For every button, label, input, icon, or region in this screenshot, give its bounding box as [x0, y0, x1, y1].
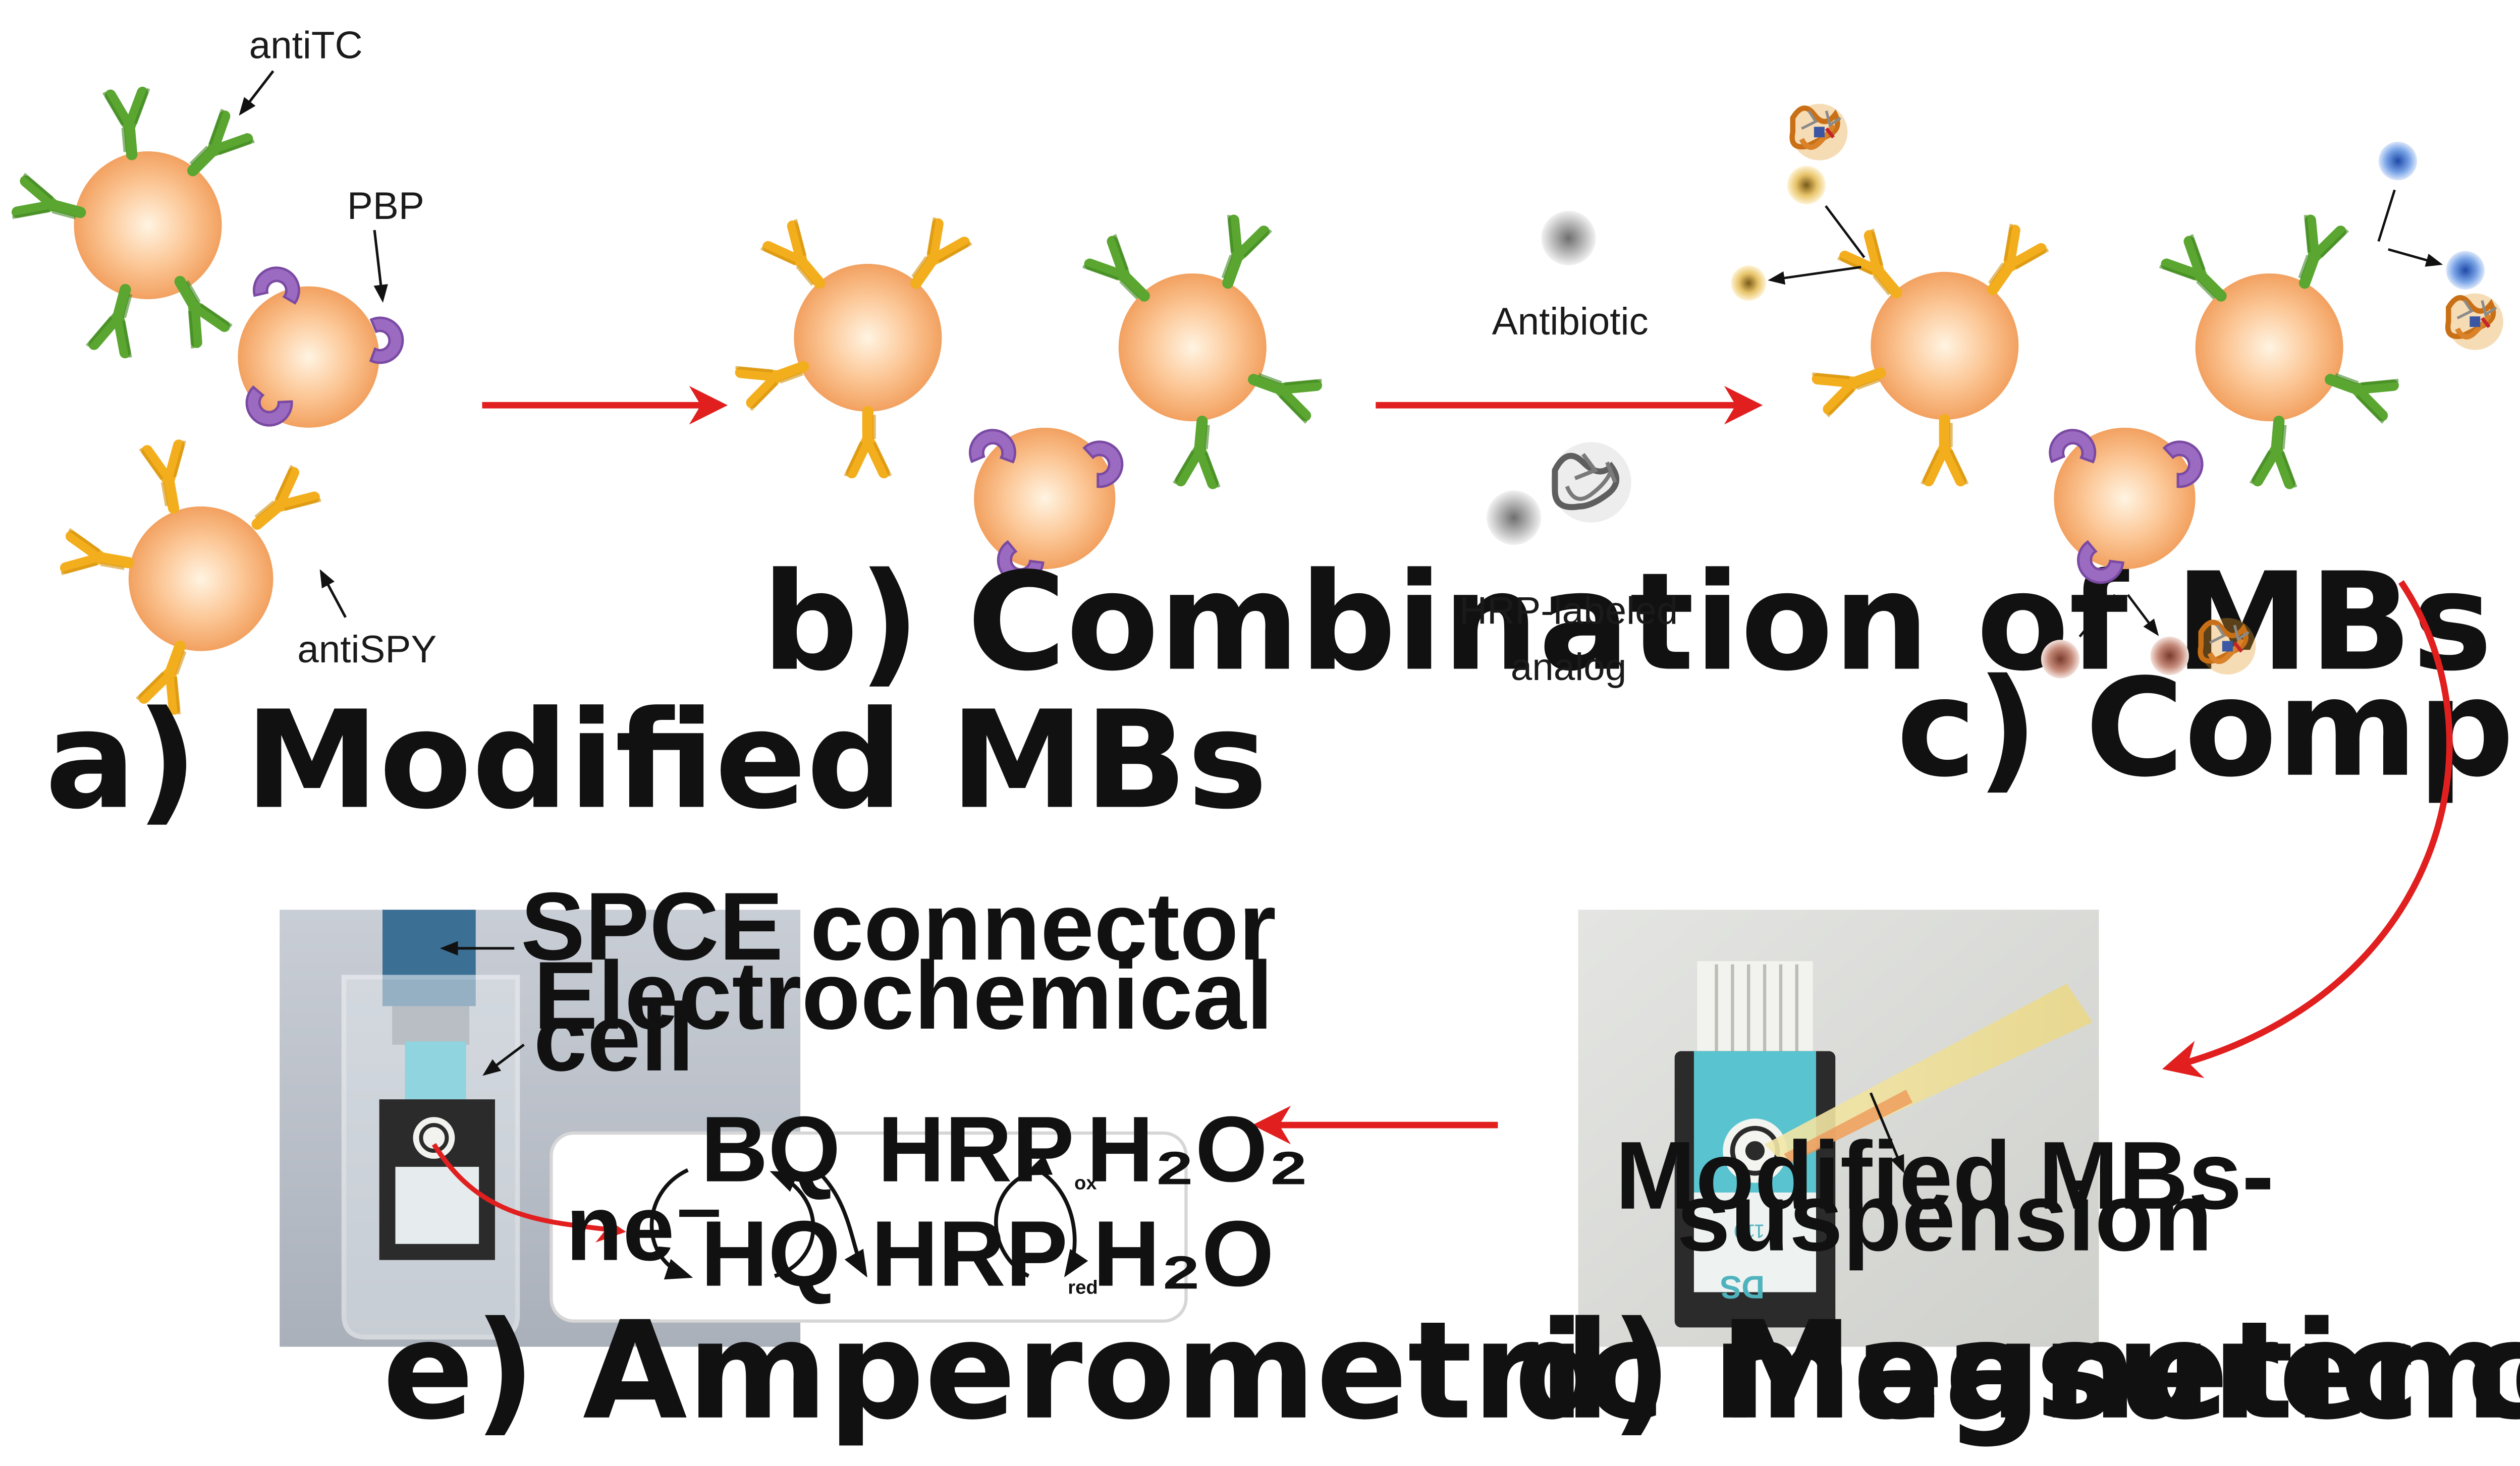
- pipette-icon: [1765, 983, 2093, 1164]
- pbp-magnetic-bead-b: [962, 422, 1131, 583]
- suspension-pointer-arrow: [1869, 1092, 1904, 1173]
- hrp-labeled-analog-icon: [1487, 442, 1631, 545]
- antitc-label: antiTC: [249, 24, 363, 67]
- antibiotic-molecule: [1541, 210, 1596, 266]
- pbp-bead-c: [2042, 422, 2212, 583]
- antitc-pointer-arrow: [239, 70, 275, 116]
- caption-e: e) Amperometric measurement: [382, 1293, 2520, 1450]
- antispy-magnetic-bead: [62, 441, 321, 714]
- antitc-bead-c: [2160, 215, 2398, 487]
- h2o-label: H₂O: [1093, 1202, 1274, 1306]
- bq-label: BQ: [701, 1098, 841, 1202]
- panel-c-competitive-assay: c) Competitive assay: [1731, 104, 2520, 807]
- cell-pointer-arrow: [482, 1043, 525, 1076]
- svg-text:110: 110: [1734, 1220, 1765, 1242]
- screen-printed-electrode-icon: 110 DS: [1674, 961, 1836, 1328]
- hq-label: HQ: [701, 1202, 841, 1306]
- antitc-magnetic-bead: [13, 89, 254, 358]
- cell-label-line2: cell: [533, 984, 694, 1091]
- caption-c: c) Competitive assay: [1896, 650, 2520, 807]
- panel-d-magnetic-capture: 110 DS Modified MBs- suspension d) Magne…: [1514, 910, 2520, 1450]
- reaction-scheme: ne⁻ BQ HQ HRPox HRPred H₂O₂ H₂O: [431, 1098, 1309, 1323]
- antispy-label: antiSPY: [297, 628, 436, 671]
- caption-d: d) Magnetic capture on SPCE: [1514, 1293, 2520, 1450]
- electrons-label: ne⁻: [566, 1176, 724, 1280]
- caption-b: b) Combination of MBs: [762, 544, 2493, 701]
- hrp-label-line2: analog: [1511, 646, 1627, 689]
- photo-d-label-line2: suspension: [1677, 1164, 2213, 1271]
- antispy-bead-c: [1812, 224, 2048, 484]
- electron-transfer-arrow: [431, 1143, 626, 1243]
- panel-b-combination-of-mbs: b) Combination of MBs: [736, 215, 2493, 701]
- pbp-label: PBP: [347, 185, 424, 228]
- reagents: Antibiotic HRP-labeled analog: [1376, 210, 1763, 689]
- hrp-ox-label: HRPox: [878, 1098, 1097, 1202]
- pbp-magnetic-bead: [238, 261, 411, 429]
- spce-connector-label: SPCE connector: [521, 873, 1276, 980]
- hrp-label-line1: HRP-labeled: [1459, 589, 1678, 632]
- pbp-pointer-arrow: [373, 230, 388, 303]
- h2o2-label: H₂O₂: [1086, 1098, 1309, 1202]
- antibiotic-label: Antibiotic: [1492, 300, 1649, 343]
- panel-e-amperometric-measurement: SPCE connector Electrochemical cell ne⁻ …: [280, 873, 2520, 1450]
- arrow-c-to-d: [2162, 580, 2453, 1079]
- antitc-magnetic-bead-b: [1083, 215, 1322, 487]
- caption-a: a) Modified MBs: [45, 683, 1268, 839]
- svg-text:DS: DS: [1720, 1269, 1765, 1305]
- released-species: [1731, 104, 2503, 679]
- photo-d-label-line1: Modified MBs-: [1615, 1122, 2274, 1229]
- hrp-red-label: HRPred: [871, 1202, 1098, 1306]
- electrochemical-cell-icon: [341, 910, 520, 1340]
- antispy-magnetic-bead-b: [736, 217, 972, 476]
- panel-a-modified-mbs: antiTC PBP antiSPY a) Modified MBs: [13, 24, 1268, 839]
- cell-label-line1: Electrochemical: [533, 942, 1273, 1049]
- antispy-pointer-arrow: [319, 569, 347, 618]
